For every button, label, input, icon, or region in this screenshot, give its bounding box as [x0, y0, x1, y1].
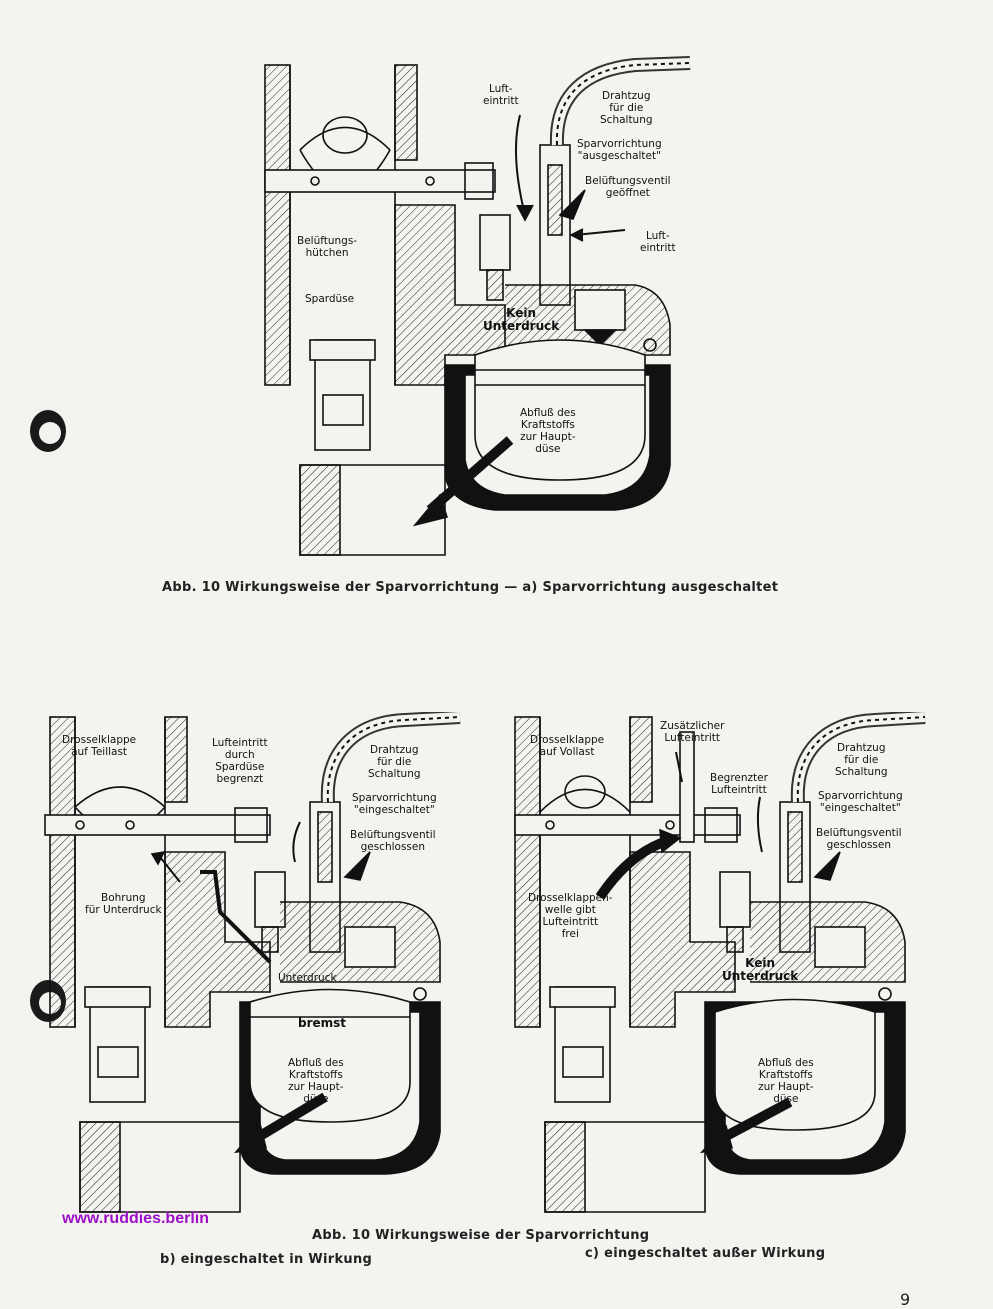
- figure-b-diagram: Drosselklappe auf Teillast Lufteintritt …: [40, 712, 480, 1222]
- caption-figure-bc: Abb. 10 Wirkungsweise der Sparvorrichtun…: [312, 1228, 650, 1243]
- label-b-fuel-flow: Abfluß des Kraftstoffs zur Haupt- düse: [288, 1057, 344, 1105]
- figure-a-diagram: Luft- eintritt Drahtzug für die Schaltun…: [255, 55, 695, 560]
- label-c-fuel-flow: Abfluß des Kraftstoffs zur Haupt- düse: [758, 1057, 814, 1105]
- label-b-vacuum: Unterdruck: [278, 972, 337, 984]
- label-a-vent-valve: Belüftungsventil geöffnet: [585, 175, 671, 199]
- label-a-economy-jet: Spardüse: [305, 293, 355, 305]
- binder-hole-top: [30, 410, 66, 452]
- label-b-economy-state: Sparvorrichtung "eingeschaltet": [352, 792, 437, 816]
- label-b-vent-valve: Belüftungsventil geschlossen: [350, 829, 436, 853]
- label-c-extra-air: Zusätzlicher Lufteintritt: [660, 720, 725, 744]
- figure-b-drawing: [44, 712, 461, 1213]
- label-a-economy-state: Sparvorrichtung "ausgeschaltet": [577, 138, 662, 162]
- label-c-economy-state: Sparvorrichtung "eingeschaltet": [818, 790, 903, 814]
- label-c-limited-air: Begrenzter Lufteintritt: [710, 772, 768, 796]
- label-c-no-vacuum: Kein Unterdruck: [722, 956, 799, 983]
- caption-figure-c: c) eingeschaltet außer Wirkung: [585, 1246, 826, 1261]
- label-a-no-vacuum: Kein Unterdruck: [483, 306, 560, 333]
- label-b-cable: Drahtzug für die Schaltung: [368, 744, 421, 780]
- label-a-fuel-flow: Abfluß des Kraftstoffs zur Haupt- düse: [520, 407, 576, 455]
- caption-figure-a: Abb. 10 Wirkungsweise der Sparvorrichtun…: [162, 580, 779, 595]
- figure-c-drawing: [514, 712, 926, 1213]
- label-a-cable: Drahtzug für die Schaltung: [600, 90, 653, 126]
- label-a-air-inlet-top: Luft- eintritt: [483, 83, 519, 107]
- label-b-throttle: Drosselklappe auf Teillast: [62, 734, 137, 758]
- label-b-air-limited: Lufteintritt durch Spardüse begrenzt: [212, 737, 268, 785]
- label-b-vacuum-bore: Bohrung für Unterdruck: [85, 892, 162, 916]
- label-b-brakes: bremst: [298, 1016, 347, 1030]
- label-c-throttle-shaft: Drosselklappen- welle gibt Lufteintritt …: [528, 892, 613, 940]
- watermark-link[interactable]: www.ruddies.berlin: [62, 1210, 209, 1227]
- label-c-throttle: Drosselklappe auf Vollast: [530, 734, 605, 758]
- figure-c-diagram: Drosselklappe auf Vollast Zusätzlicher L…: [510, 712, 950, 1222]
- label-a-air-inlet-right: Luft- eintritt: [640, 230, 676, 254]
- label-a-vent-cap: Belüftungs- hütchen: [297, 235, 358, 259]
- label-c-vent-valve: Belüftungsventil geschlossen: [816, 827, 902, 851]
- page-number: 9: [900, 1290, 911, 1309]
- label-c-cable: Drahtzug für die Schaltung: [835, 742, 888, 778]
- caption-figure-b: b) eingeschaltet in Wirkung: [160, 1252, 373, 1267]
- figure-a-drawing: [264, 56, 691, 556]
